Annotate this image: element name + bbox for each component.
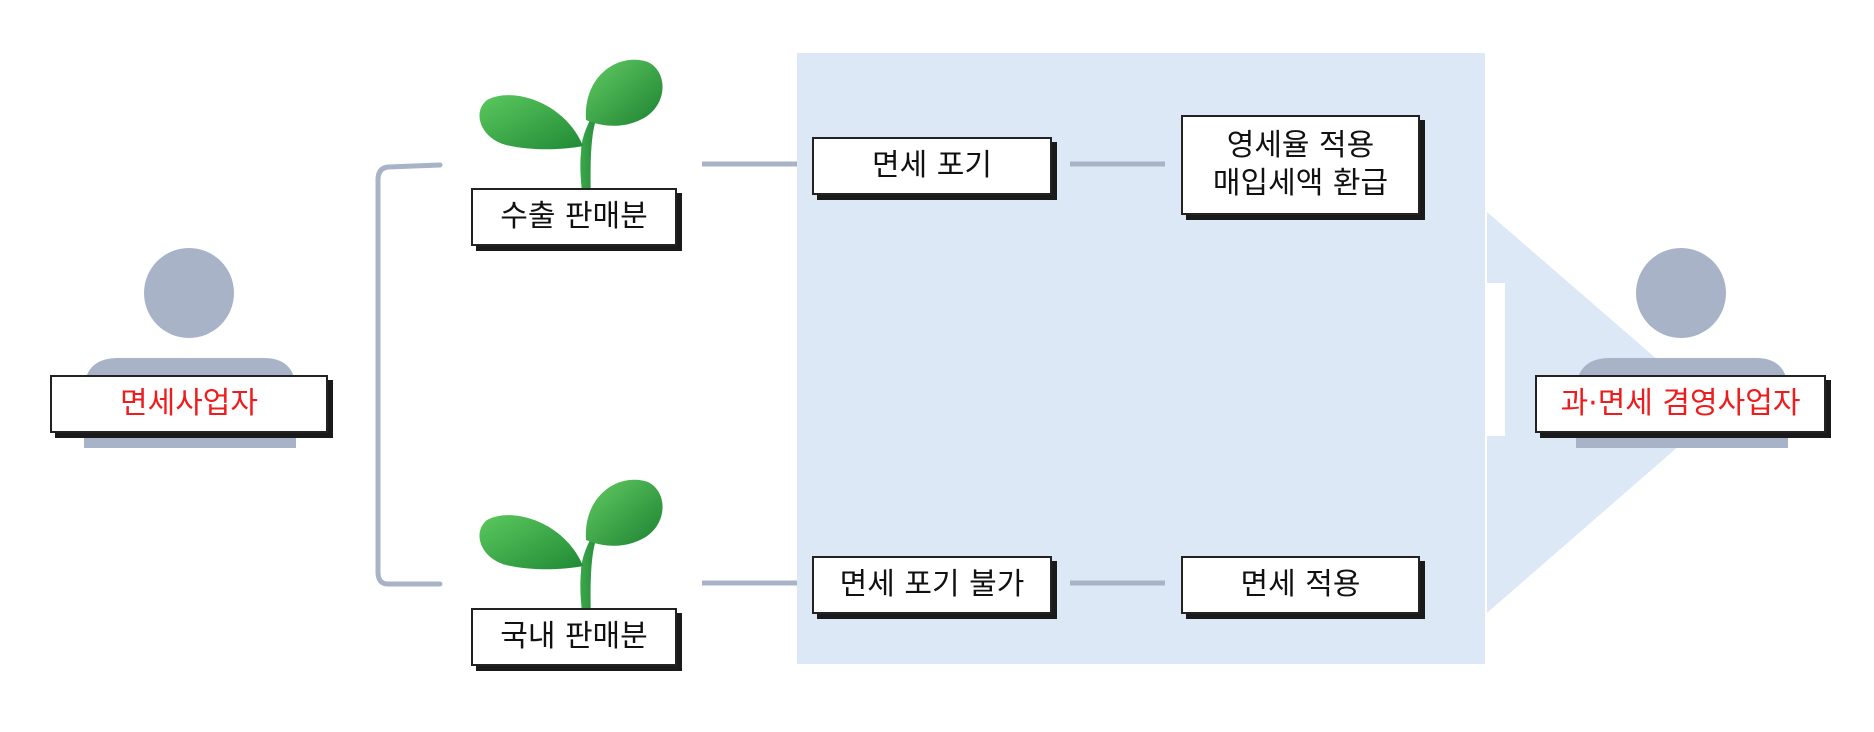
domestic-option-text: 면세 포기 불가 [839, 567, 1025, 602]
export-result-box: 영세율 적용 매입세액 환급 [1181, 115, 1420, 215]
sprout-icon [479, 59, 663, 200]
export-option-text: 면세 포기 [872, 148, 992, 183]
export-category-text: 수출 판매분 [500, 199, 648, 234]
export-result-line-2: 매입세액 환급 [1212, 166, 1389, 201]
export-option-box: 면세 포기 [812, 137, 1052, 195]
domestic-option-box: 면세 포기 불가 [812, 556, 1052, 614]
export-category-box: 수출 판매분 [471, 188, 677, 246]
domestic-category-text: 국내 판매분 [500, 619, 648, 654]
domestic-category-box: 국내 판매분 [471, 608, 677, 666]
export-result-line-1: 영세율 적용 [1226, 128, 1375, 163]
left-person-label: 면세사업자 [50, 375, 328, 433]
sprout-icon [479, 479, 663, 620]
domestic-result-box: 면세 적용 [1181, 556, 1420, 614]
domestic-result-text: 면세 적용 [1240, 567, 1361, 602]
branch-bracket [375, 162, 443, 587]
right-person-label-text: 과·면세 겸영사업자 [1560, 386, 1801, 421]
right-person-label: 과·면세 겸영사업자 [1535, 375, 1826, 433]
left-person-label-text: 면세사업자 [120, 386, 258, 421]
